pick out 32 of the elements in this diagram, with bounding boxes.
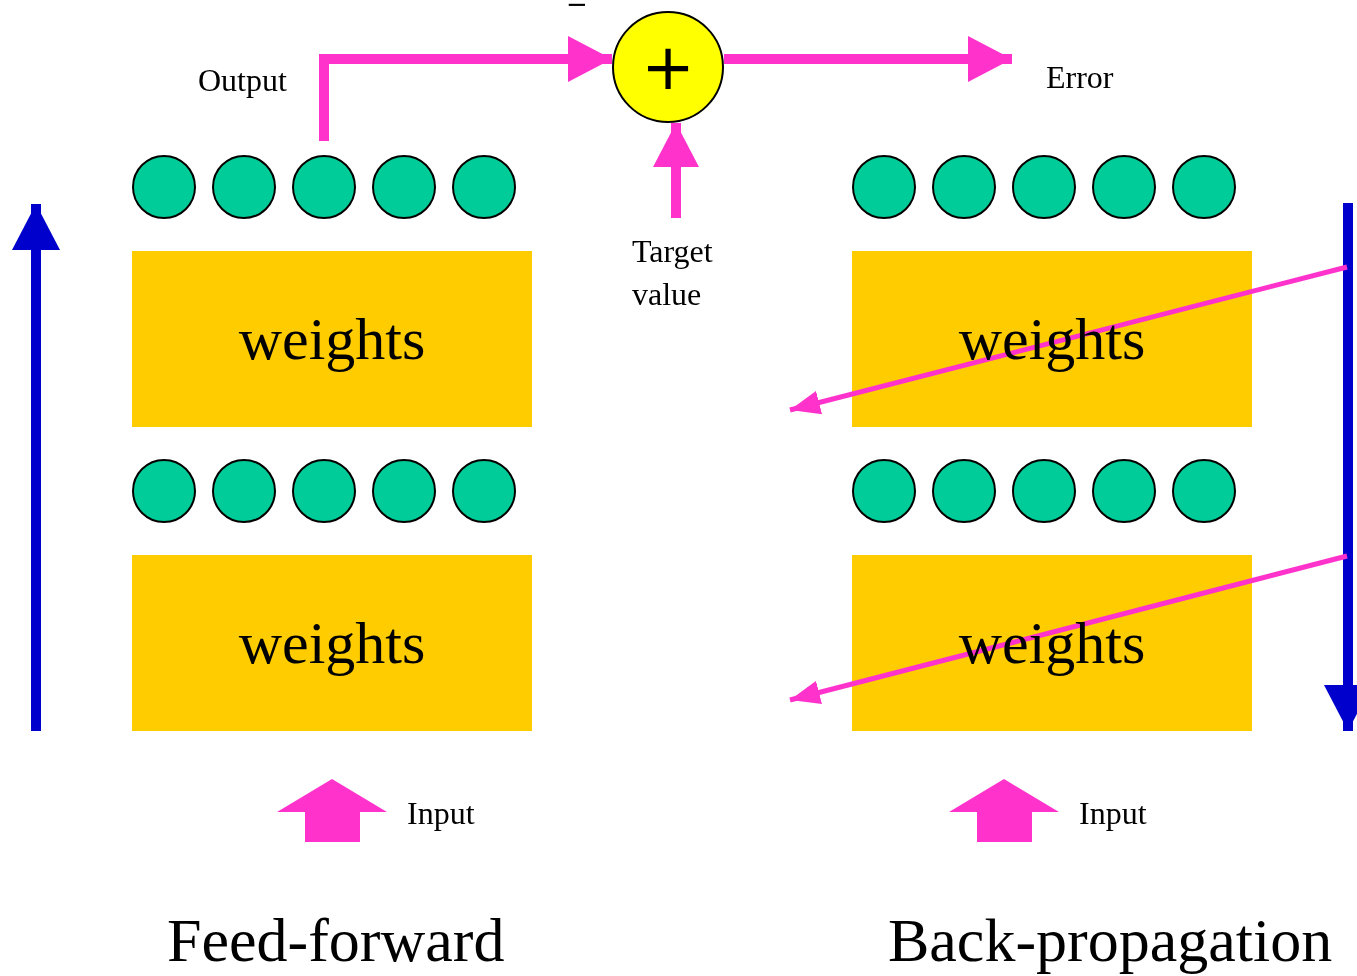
neuron-circle <box>932 155 996 219</box>
sign-label: − <box>566 0 588 21</box>
input-label: Input <box>407 794 475 833</box>
neuron-circle <box>452 155 516 219</box>
neuron-circle <box>852 459 916 523</box>
signal-text: Target value <box>628 218 748 318</box>
panel-title: Feed-forward <box>167 906 505 975</box>
neuron-circle <box>852 155 916 219</box>
weights-box: weights <box>132 555 532 731</box>
neuron-circle <box>212 155 276 219</box>
neuron-circle <box>1012 155 1076 219</box>
neuron-circle <box>1172 155 1236 219</box>
neuron-circle <box>132 155 196 219</box>
neuron-circle <box>372 155 436 219</box>
neuron-circle <box>452 459 516 523</box>
summing-junction: + <box>612 11 724 123</box>
neuron-circle <box>1092 155 1156 219</box>
signal-text: Error <box>1012 56 1142 102</box>
input-label: Input <box>1079 794 1147 833</box>
neuron-circle <box>932 459 996 523</box>
neuron-circle <box>372 459 436 523</box>
panel-title: Back-propagation <box>888 906 1333 975</box>
neuron-circle <box>1092 459 1156 523</box>
neuron-circle <box>292 459 356 523</box>
neuron-circle <box>1012 459 1076 523</box>
neuron-circle <box>132 459 196 523</box>
arrow <box>724 36 1012 82</box>
neuron-circle <box>292 155 356 219</box>
arrow <box>653 123 699 218</box>
weights-box: weights <box>132 251 532 427</box>
neuron-circle <box>1172 459 1236 523</box>
neuron-circle <box>212 459 276 523</box>
